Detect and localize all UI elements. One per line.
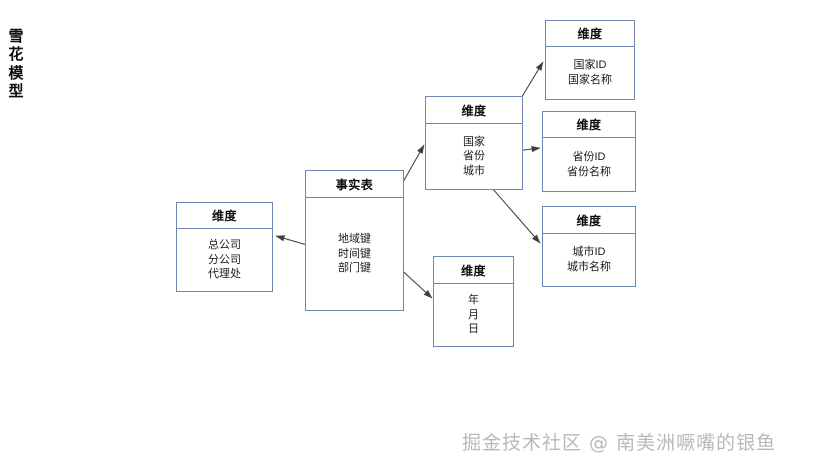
- entity-field: 代理处: [208, 268, 241, 281]
- entity-field: 地域键: [338, 233, 371, 246]
- entity-body-org-dimension: 总公司分公司代理处: [177, 229, 272, 291]
- watermark: 掘金技术社区 @ 南美洲噘嘴的银鱼: [462, 432, 777, 454]
- entity-body-region-dimension: 国家省份城市: [426, 124, 522, 189]
- entity-box-date-dimension[interactable]: 维度年月日: [433, 256, 514, 347]
- entity-field: 日: [468, 323, 479, 336]
- entity-field: 国家ID: [573, 59, 607, 72]
- entity-header-fact-table: 事实表: [306, 171, 403, 198]
- entity-box-org-dimension[interactable]: 维度总公司分公司代理处: [176, 202, 273, 292]
- entity-box-city-dimension[interactable]: 维度城市ID 城市名称: [542, 206, 636, 287]
- entity-box-province-dimension[interactable]: 维度省份ID 省份名称: [542, 111, 636, 192]
- entity-field: 年: [468, 294, 479, 307]
- entity-body-fact-table: 地域键时间键部门键: [306, 198, 403, 310]
- entity-header-date-dimension: 维度: [434, 257, 513, 284]
- entity-header-org-dimension: 维度: [177, 203, 272, 229]
- entity-body-country-dimension: 国家ID 国家名称: [546, 47, 634, 99]
- entity-field: 国家名称: [568, 74, 612, 86]
- entity-body-city-dimension: 城市ID 城市名称: [543, 234, 635, 286]
- entity-header-city-dimension: 维度: [543, 207, 635, 234]
- entity-field: 部门键: [338, 262, 371, 275]
- entity-field: 省份名称: [567, 165, 611, 178]
- entity-header-country-dimension: 维度: [546, 21, 634, 47]
- entity-field: 城市ID: [572, 246, 606, 259]
- entity-field: 总公司: [208, 239, 241, 252]
- entity-box-fact-table[interactable]: 事实表地域键时间键部门键: [305, 170, 404, 311]
- page-title: 雪花模型: [8, 28, 24, 100]
- entity-field: 时间键: [338, 247, 371, 260]
- entity-header-province-dimension: 维度: [543, 112, 635, 138]
- entity-field: 城市: [463, 164, 485, 177]
- entity-box-region-dimension[interactable]: 维度国家省份城市: [425, 96, 523, 190]
- entity-field: 省份: [463, 150, 485, 163]
- entity-field: 城市名称: [567, 261, 611, 273]
- entity-field: 省份ID: [572, 150, 606, 163]
- entity-body-date-dimension: 年月日: [434, 284, 513, 346]
- entity-box-country-dimension[interactable]: 维度国家ID 国家名称: [545, 20, 635, 100]
- entity-body-province-dimension: 省份ID 省份名称: [543, 138, 635, 191]
- entity-header-region-dimension: 维度: [426, 97, 522, 124]
- entity-field: 月: [468, 308, 479, 321]
- entity-field: 国家: [463, 135, 485, 148]
- entity-field: 分公司: [208, 253, 241, 266]
